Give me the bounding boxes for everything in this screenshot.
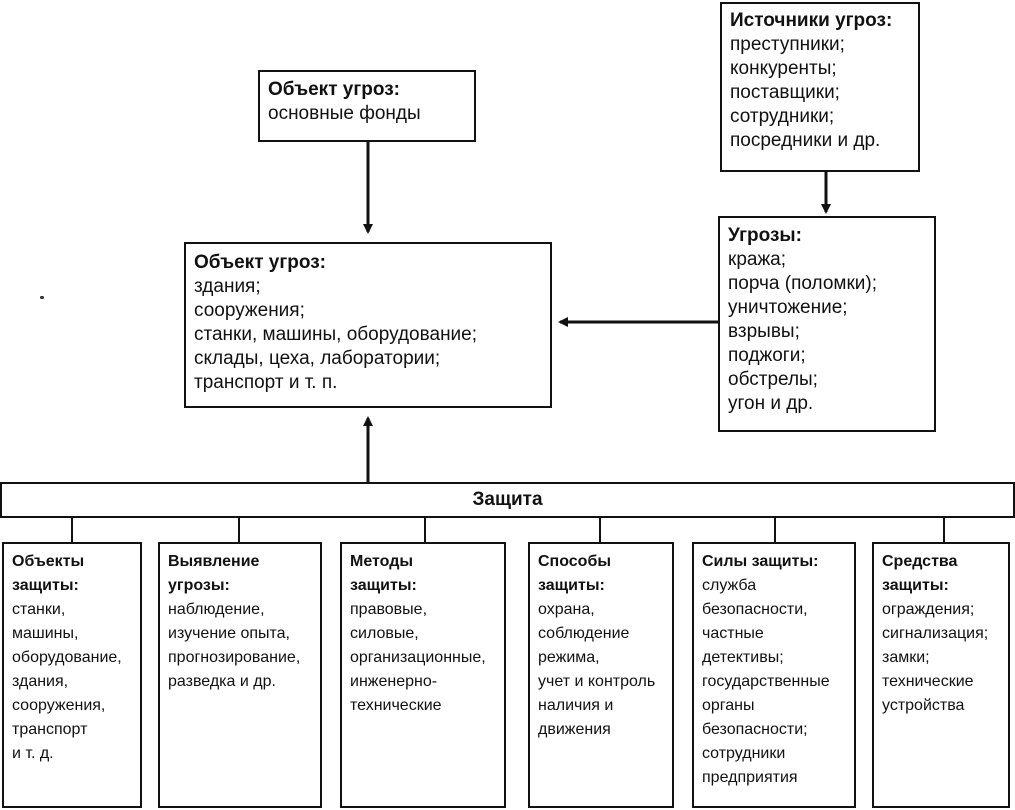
column-box-ways: Способы защиты: охрана, соблюдение режим… xyxy=(528,542,674,808)
sources-box: Источники угроз: преступники; конкуренты… xyxy=(720,2,920,172)
column-item: прогнозирование, xyxy=(168,649,301,666)
column-item: наличия и xyxy=(538,697,614,714)
sources-item: конкуренты; xyxy=(730,58,837,79)
column-item: оборудование, xyxy=(12,649,122,666)
column-item: наблюдение, xyxy=(168,601,265,618)
object-main-item: сооружения; xyxy=(194,300,305,321)
threats-item: угон и др. xyxy=(728,393,814,414)
column-item: правовые, xyxy=(350,601,428,618)
column-item: технические xyxy=(350,697,442,714)
column-item: организационные, xyxy=(350,649,486,666)
column-item: станки, xyxy=(12,601,66,618)
column-title: угрозы: xyxy=(168,577,230,594)
sources-item: преступники; xyxy=(730,34,845,55)
column-title: защиты: xyxy=(350,577,417,594)
sources-item: поставщики; xyxy=(730,82,840,103)
sources-item: посредники и др. xyxy=(730,130,881,151)
column-item: органы xyxy=(702,697,755,714)
threats-item: взрывы; xyxy=(728,321,800,342)
threats-box: Угрозы: кража; порча (поломки); уничтоже… xyxy=(718,216,936,432)
column-item: устройства xyxy=(882,697,965,714)
threats-item: обстрелы; xyxy=(728,369,818,390)
column-title: Выявление xyxy=(168,553,260,570)
column-item: сигнализация; xyxy=(882,625,989,642)
protection-bar: Защита xyxy=(0,482,1015,518)
column-box-forces: Силы защиты: служба безопасности, частны… xyxy=(692,542,856,808)
scan-speck xyxy=(40,296,44,299)
column-item: сотрудники xyxy=(702,745,786,762)
object-main-item: здания; xyxy=(194,276,261,297)
threats-item: порча (поломки); xyxy=(728,273,877,294)
column-item: соблюдение xyxy=(538,625,630,642)
column-item: технические xyxy=(882,673,974,690)
object-fixed-box: Объект угроз: основные фонды xyxy=(258,70,476,142)
object-fixed-title: Объект угроз: xyxy=(268,79,400,100)
column-item: инженерно- xyxy=(350,673,438,690)
column-item: машины, xyxy=(12,625,79,642)
column-title: Силы защиты: xyxy=(702,553,819,570)
column-item: силовые, xyxy=(350,625,419,642)
column-item: движения xyxy=(538,721,611,738)
column-item: и т. д. xyxy=(12,745,54,762)
column-item: безопасности; xyxy=(702,721,808,738)
column-item: детективы; xyxy=(702,649,784,666)
column-item: сооружения, xyxy=(12,697,106,714)
column-item: транспорт xyxy=(12,721,88,738)
threats-item: поджоги; xyxy=(728,345,806,366)
column-box-objects: Объекты защиты: станки, машины, оборудов… xyxy=(2,542,142,808)
column-item: разведка и др. xyxy=(168,673,276,690)
object-main-title: Объект угроз: xyxy=(194,252,326,273)
column-item: предприятия xyxy=(702,769,798,786)
column-item: охрана, xyxy=(538,601,595,618)
column-item: учет и контроль xyxy=(538,673,656,690)
threats-item: уничтожение; xyxy=(728,297,848,318)
column-title: Объекты xyxy=(12,553,85,570)
object-main-item: склады, цеха, лаборатории; xyxy=(194,348,441,369)
column-title: защиты: xyxy=(12,577,79,594)
column-item: служба xyxy=(702,577,757,594)
column-title: Способы xyxy=(538,553,611,570)
protection-title: Защита xyxy=(472,489,543,510)
column-title: Методы xyxy=(350,553,414,570)
object-main-box: Объект угроз: здания; сооружения; станки… xyxy=(184,242,552,408)
column-title: защиты: xyxy=(538,577,605,594)
column-item: режима, xyxy=(538,649,600,666)
column-item: государственные xyxy=(702,673,830,690)
column-item: безопасности, xyxy=(702,601,808,618)
column-item: изучение опыта, xyxy=(168,625,290,642)
column-item: здания, xyxy=(12,673,69,690)
column-item: ограждения; xyxy=(882,601,975,618)
threats-item: кража; xyxy=(728,249,787,270)
object-main-item: транспорт и т. п. xyxy=(194,372,338,393)
sources-title: Источники угроз: xyxy=(730,10,893,31)
column-title: Средства xyxy=(882,553,958,570)
column-box-methods: Методы защиты: правовые, силовые, органи… xyxy=(340,542,506,808)
column-item: частные xyxy=(702,625,764,642)
column-box-detection: Выявление угрозы: наблюдение, изучение о… xyxy=(158,542,322,808)
column-title: защиты: xyxy=(882,577,949,594)
column-item: замки; xyxy=(882,649,930,666)
object-fixed-item: основные фонды xyxy=(268,103,421,124)
column-box-means: Средства защиты: ограждения; сигнализаци… xyxy=(872,542,1010,808)
threats-title: Угрозы: xyxy=(728,225,802,246)
sources-item: сотрудники; xyxy=(730,106,835,127)
object-main-item: станки, машины, оборудование; xyxy=(194,324,478,345)
